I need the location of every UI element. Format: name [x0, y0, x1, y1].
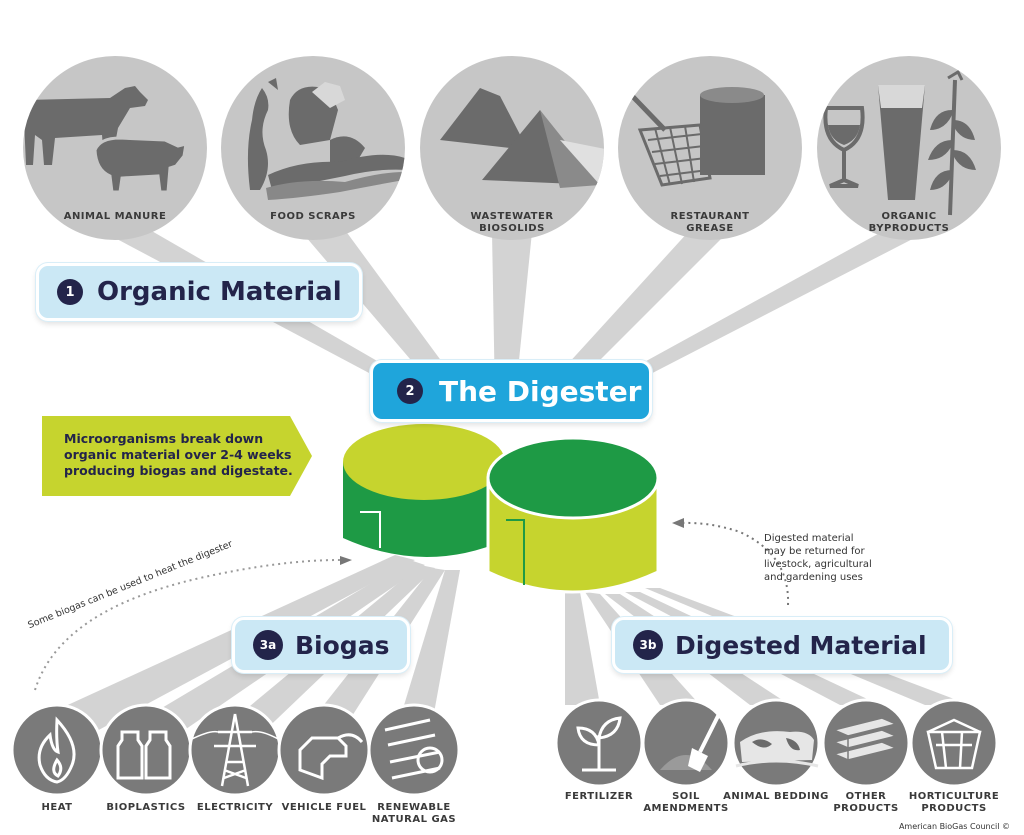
- digester-tanks: [343, 424, 660, 594]
- biogas-use-label: HEAT: [41, 802, 73, 813]
- biosolids-piles-icon: [440, 88, 604, 188]
- callout-arrow: [42, 416, 312, 496]
- return-arrowhead: [672, 518, 684, 528]
- step-number-badge: 3a: [253, 630, 283, 660]
- step-number-badge: 3b: [633, 630, 663, 660]
- step-label: Biogas: [295, 630, 390, 660]
- step-label: Digested Material: [675, 630, 927, 660]
- power-tower-icon: [189, 713, 281, 787]
- process-callout-text: Microorganisms break down organic materi…: [64, 431, 293, 478]
- planter-box-icon: [926, 718, 982, 770]
- food-scraps-icon: [247, 78, 405, 200]
- biogas-use-label: ELECTRICITY: [196, 802, 274, 813]
- step-number-badge: 2: [397, 378, 423, 404]
- input-label: FOOD SCRAPS: [270, 211, 356, 222]
- digestate-use-label: FERTILIZER: [564, 791, 634, 802]
- shovel-soil-icon: [660, 711, 722, 772]
- heat-return-arrow: [34, 559, 341, 691]
- sprout-icon: [576, 716, 622, 772]
- return-note: Digested material may be returned for li…: [764, 533, 872, 583]
- gas-pipes-icon: [384, 718, 444, 780]
- digestate-use-label: HORTICULTURE PRODUCTS: [908, 791, 1000, 814]
- fryer-basket-icon: [618, 76, 765, 187]
- biogas-use-label: RENEWABLE NATURAL GAS: [371, 802, 457, 825]
- boards-icon: [831, 717, 899, 761]
- heat-arrowhead: [340, 556, 352, 565]
- step-the-digester: 2 The Digester: [370, 360, 652, 422]
- step-number-badge: 1: [57, 279, 83, 305]
- step-digested-material: 3b Digested Material: [612, 617, 952, 673]
- credit-text: American BioGas Council ©: [898, 822, 1010, 831]
- return-arrow: [681, 521, 790, 606]
- flame-icon: [37, 716, 76, 784]
- digestate-use-label: SOIL AMENDMENTS: [643, 791, 729, 814]
- cow-and-pig-icon: [24, 86, 188, 194]
- input-label: WASTEWATER BIOSOLIDS: [470, 211, 554, 234]
- step-organic-material: 1 Organic Material: [36, 263, 362, 321]
- bottles-icon: [116, 730, 172, 780]
- step-label: Organic Material: [97, 277, 342, 307]
- biogas-use-label: VEHICLE FUEL: [281, 802, 367, 813]
- fuel-nozzle-icon: [298, 733, 364, 781]
- input-label: ORGANIC BYPRODUCTS: [868, 211, 950, 234]
- input-label: RESTAURANT GREASE: [670, 211, 750, 234]
- wine-beer-corn-icon: [823, 69, 976, 216]
- bedding-icon: [735, 731, 819, 768]
- input-label: ANIMAL MANURE: [63, 211, 167, 222]
- biogas-use-label: BIOPLASTICS: [106, 802, 186, 813]
- step-biogas: 3a Biogas: [232, 617, 410, 673]
- digestate-use-label: ANIMAL BEDDING: [723, 791, 829, 802]
- step-label: The Digester: [439, 374, 642, 408]
- digestate-use-label: OTHER PRODUCTS: [833, 791, 899, 814]
